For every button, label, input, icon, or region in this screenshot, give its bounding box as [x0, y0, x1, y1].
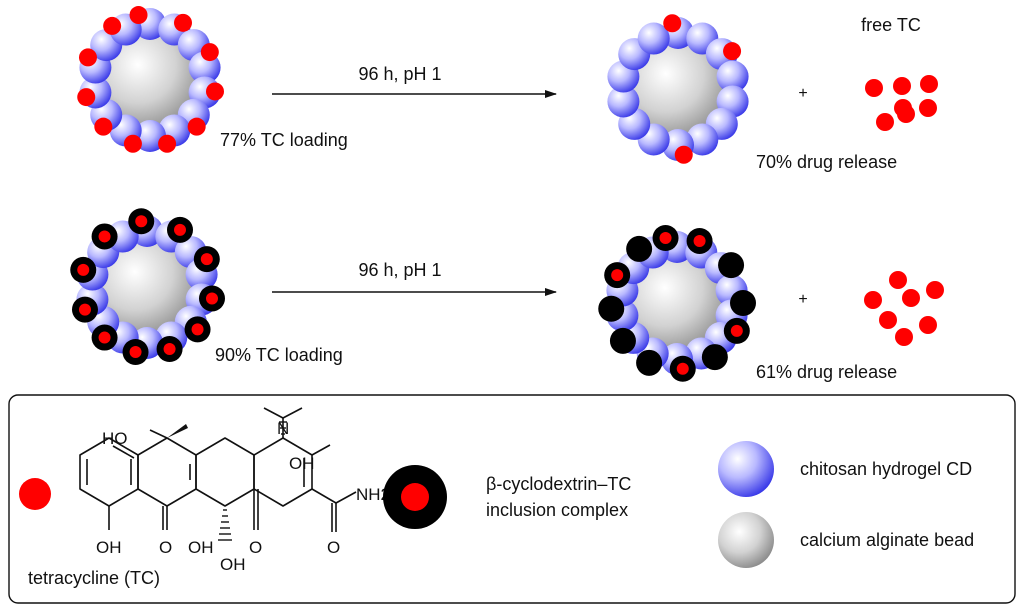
free-tc-dot-row2	[902, 289, 920, 307]
bead-r1-left-tc-dot	[77, 88, 96, 107]
bead-r2-right-empty-cd	[636, 349, 663, 376]
bead-r2-right-complex-inner	[693, 234, 706, 247]
free-tc-dot-row2	[895, 328, 913, 346]
bead-r1-right-tc-dot	[663, 14, 682, 33]
bead-r2-left-complex-inner	[98, 230, 111, 243]
atom-o-right: O	[249, 538, 262, 557]
bead-r1-right-tc-dot	[723, 42, 742, 61]
free-tc-label: free TC	[861, 15, 921, 35]
bead-r2-left-complex-inner	[205, 292, 218, 305]
bead-r1-left-tc-dot	[174, 13, 192, 32]
bead-r2-right-complex-inner	[676, 362, 689, 375]
bead-r2-right-empty-cd	[718, 252, 745, 279]
wedge-bond	[167, 424, 188, 438]
bead-r1-right-hydrogel-sphere	[607, 85, 640, 118]
atom-oh-mid: OH	[188, 538, 214, 557]
complex-label-line2: inclusion complex	[486, 500, 628, 520]
bead-r1-left-tc-dot	[187, 117, 206, 136]
bead-r1-left-tc-dot	[205, 82, 224, 101]
bead-r2-left-complex-inner	[98, 331, 111, 344]
atom-nh2: NH2	[356, 485, 390, 504]
free-tc-dot-row1	[920, 75, 938, 93]
atom-o-left: O	[159, 538, 172, 557]
hydrogel-label: chitosan hydrogel CD	[800, 459, 972, 479]
legend-hydrogel-sphere	[718, 441, 774, 497]
loading-label-2: 90% TC loading	[215, 345, 343, 365]
bead-r2-left-complex-inner	[129, 345, 142, 358]
bead-r2-right-empty-cd	[701, 344, 728, 371]
loading-label-1: 77% TC loading	[220, 130, 348, 150]
bead-r2-left-complex-inner	[77, 263, 90, 276]
bead-r2-left-alginate-core	[96, 236, 198, 338]
plus-sign-2: +	[798, 291, 807, 308]
bead-r2-left-complex-inner	[78, 303, 91, 316]
atom-oh-down: OH	[220, 555, 246, 574]
alginate-label: calcium alginate bead	[800, 530, 974, 550]
free-tc-dot-row1	[919, 99, 937, 117]
complex-label-line1: β-cyclodextrin–TC	[486, 474, 631, 494]
bead-layer	[70, 6, 944, 382]
free-tc-dot-row2	[864, 291, 882, 309]
free-tc-dot-row2	[926, 281, 944, 299]
bead-r1-right-alginate-core	[627, 38, 729, 140]
atom-ho-top: HO	[102, 429, 128, 448]
bead-r1-right-hydrogel-sphere	[637, 22, 670, 55]
condition-label-2: 96 h, pH 1	[358, 260, 441, 280]
atom-oh-right: OH	[289, 454, 315, 473]
bead-r2-right-complex-inner	[730, 324, 743, 337]
free-tc-dot-row1	[893, 77, 911, 95]
bead-r1-left-tc-dot	[94, 117, 113, 136]
bead-r2-left-complex-inner	[200, 253, 213, 266]
bead-r1-right-hydrogel-sphere	[686, 123, 719, 156]
bead-r2-right-empty-cd	[730, 290, 756, 316]
free-tc-dot-row2	[889, 271, 907, 289]
legend-complex-inner	[401, 483, 429, 511]
plus-sign-1: +	[798, 85, 807, 102]
bead-r2-right-alginate-core	[626, 252, 728, 354]
bead-r2-left-complex-inner	[163, 343, 176, 356]
condition-label-1: 96 h, pH 1	[358, 64, 441, 84]
tc-caption: tetracycline (TC)	[28, 568, 160, 588]
free-tc-dot-row1	[865, 79, 883, 97]
bead-r1-right-tc-dot	[674, 145, 693, 164]
bead-r2-right-empty-cd	[609, 327, 636, 354]
bead-r1-left-tc-dot	[123, 134, 142, 153]
release-label-2: 61% drug release	[756, 362, 897, 382]
bead-r1-left-tc-dot	[103, 16, 122, 35]
atom-o-amide: O	[327, 538, 340, 557]
bead-r1-right-hydrogel-sphere	[716, 60, 749, 93]
free-tc-dot-row1	[897, 105, 915, 123]
bead-r1-left-tc-dot	[158, 134, 177, 153]
bead-r1-left-alginate-core	[99, 29, 201, 131]
bead-r1-left-tc-dot	[200, 43, 219, 62]
free-tc-dot-row1	[876, 113, 894, 131]
bead-r2-left-complex-inner	[135, 215, 148, 228]
bead-r2-left-complex-inner	[191, 323, 204, 336]
bead-r1-left-tc-dot	[78, 48, 97, 67]
bead-r1-left-hydrogel-sphere	[134, 120, 166, 152]
tetracycline-structure	[79, 407, 357, 532]
legend-tc-dot	[19, 478, 51, 510]
atom-oh-bottom-left: OH	[96, 538, 122, 557]
bead-r2-right-complex-inner	[659, 232, 672, 245]
atom-n: N	[277, 419, 289, 438]
bead-r2-right-empty-cd	[598, 295, 625, 322]
free-tc-dot-row2	[879, 311, 897, 329]
bead-r1-left-tc-dot	[129, 6, 148, 25]
free-tc-dot-row2	[919, 316, 937, 334]
bead-r2-right-empty-cd	[626, 235, 653, 262]
legend-alginate-sphere	[718, 512, 774, 568]
release-label-1: 70% drug release	[756, 152, 897, 172]
hash-bond-2	[279, 421, 287, 435]
bead-r2-left-complex-inner	[174, 223, 186, 236]
hash-bond	[218, 509, 232, 541]
bead-r2-right-complex-inner	[611, 269, 624, 282]
